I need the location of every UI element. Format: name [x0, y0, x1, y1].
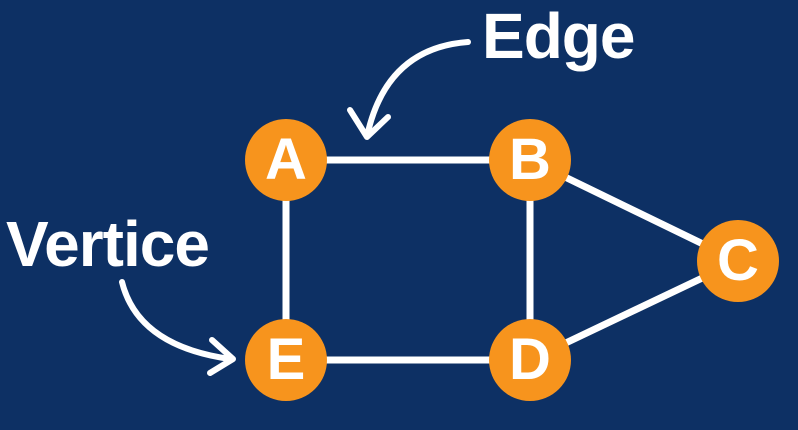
curved-arrow-to-vertex-icon: [119, 279, 236, 376]
vertex-c: C: [697, 220, 779, 302]
vertex-arrow-shaft: [119, 279, 233, 362]
vertex-d: D: [489, 319, 571, 401]
vertex-b-label: B: [509, 127, 551, 192]
edge-arrow-shaft: [365, 39, 471, 135]
edge-annotation-label: Edge: [482, 0, 635, 72]
vertex-d-label: D: [509, 327, 551, 392]
vertex-arrow-head: [207, 337, 236, 376]
vertex-a-label: A: [265, 127, 307, 192]
vertex-e-label: E: [266, 327, 306, 392]
vertex-b: B: [489, 119, 571, 201]
edge-arrow-head: [347, 107, 391, 140]
curved-arrow-to-edge-icon: [347, 39, 471, 140]
vertex-a: A: [245, 119, 327, 201]
vertex-annotation-label: Vertice: [6, 208, 210, 280]
vertex-c-label: C: [717, 228, 759, 293]
vertex-e: E: [245, 319, 327, 401]
